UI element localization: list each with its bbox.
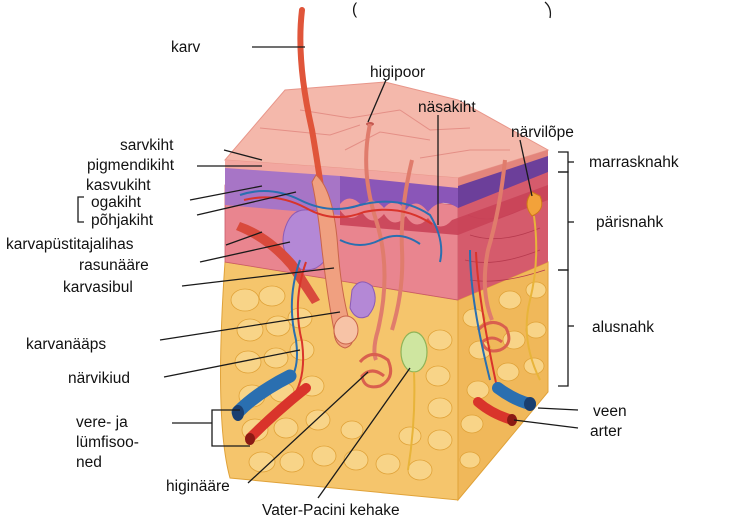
top-fragment: ( <box>352 1 358 18</box>
label-higipoor: higipoor <box>370 64 425 81</box>
label-veen: veen <box>593 403 627 420</box>
label-karvapustitajalihas: karvapüstitajalihas <box>6 236 134 253</box>
label-vere-2: lümfisoo- <box>76 434 139 451</box>
pacinian-corpuscle <box>401 332 427 372</box>
label-parisnahk: pärisnahk <box>596 214 663 231</box>
label-ogakiht: ogakiht <box>91 194 142 211</box>
label-pohjakiht: põhjakiht <box>91 212 154 229</box>
label-vater-pacini: Vater-Pacini kehake <box>262 502 400 519</box>
label-arter: arter <box>590 423 622 440</box>
label-karvanaaps: karvanääps <box>26 336 106 353</box>
layer-brackets <box>558 152 574 386</box>
label-narvilope: närvilõpe <box>511 124 574 141</box>
top-bracket-fragment <box>545 2 550 18</box>
label-kasvukiht: kasvukiht <box>86 177 151 194</box>
label-nasakiht: näsakiht <box>418 99 476 116</box>
hair-bulb <box>334 316 358 344</box>
label-narvikiud: närvikiud <box>68 370 130 387</box>
label-pigmendikiht: pigmendikiht <box>87 157 175 174</box>
label-karvasibul: karvasibul <box>63 279 133 296</box>
label-sarvkiht: sarvkiht <box>120 137 174 154</box>
label-alusnahk: alusnahk <box>592 319 654 336</box>
label-karv: karv <box>171 39 201 56</box>
label-rasunaare: rasunääre <box>79 257 149 274</box>
label-vere-3: ned <box>76 454 102 471</box>
label-marrasknahk: marrasknahk <box>589 154 679 171</box>
label-higinaare: higinääre <box>166 478 230 495</box>
label-vere-1: vere- ja <box>76 414 128 431</box>
